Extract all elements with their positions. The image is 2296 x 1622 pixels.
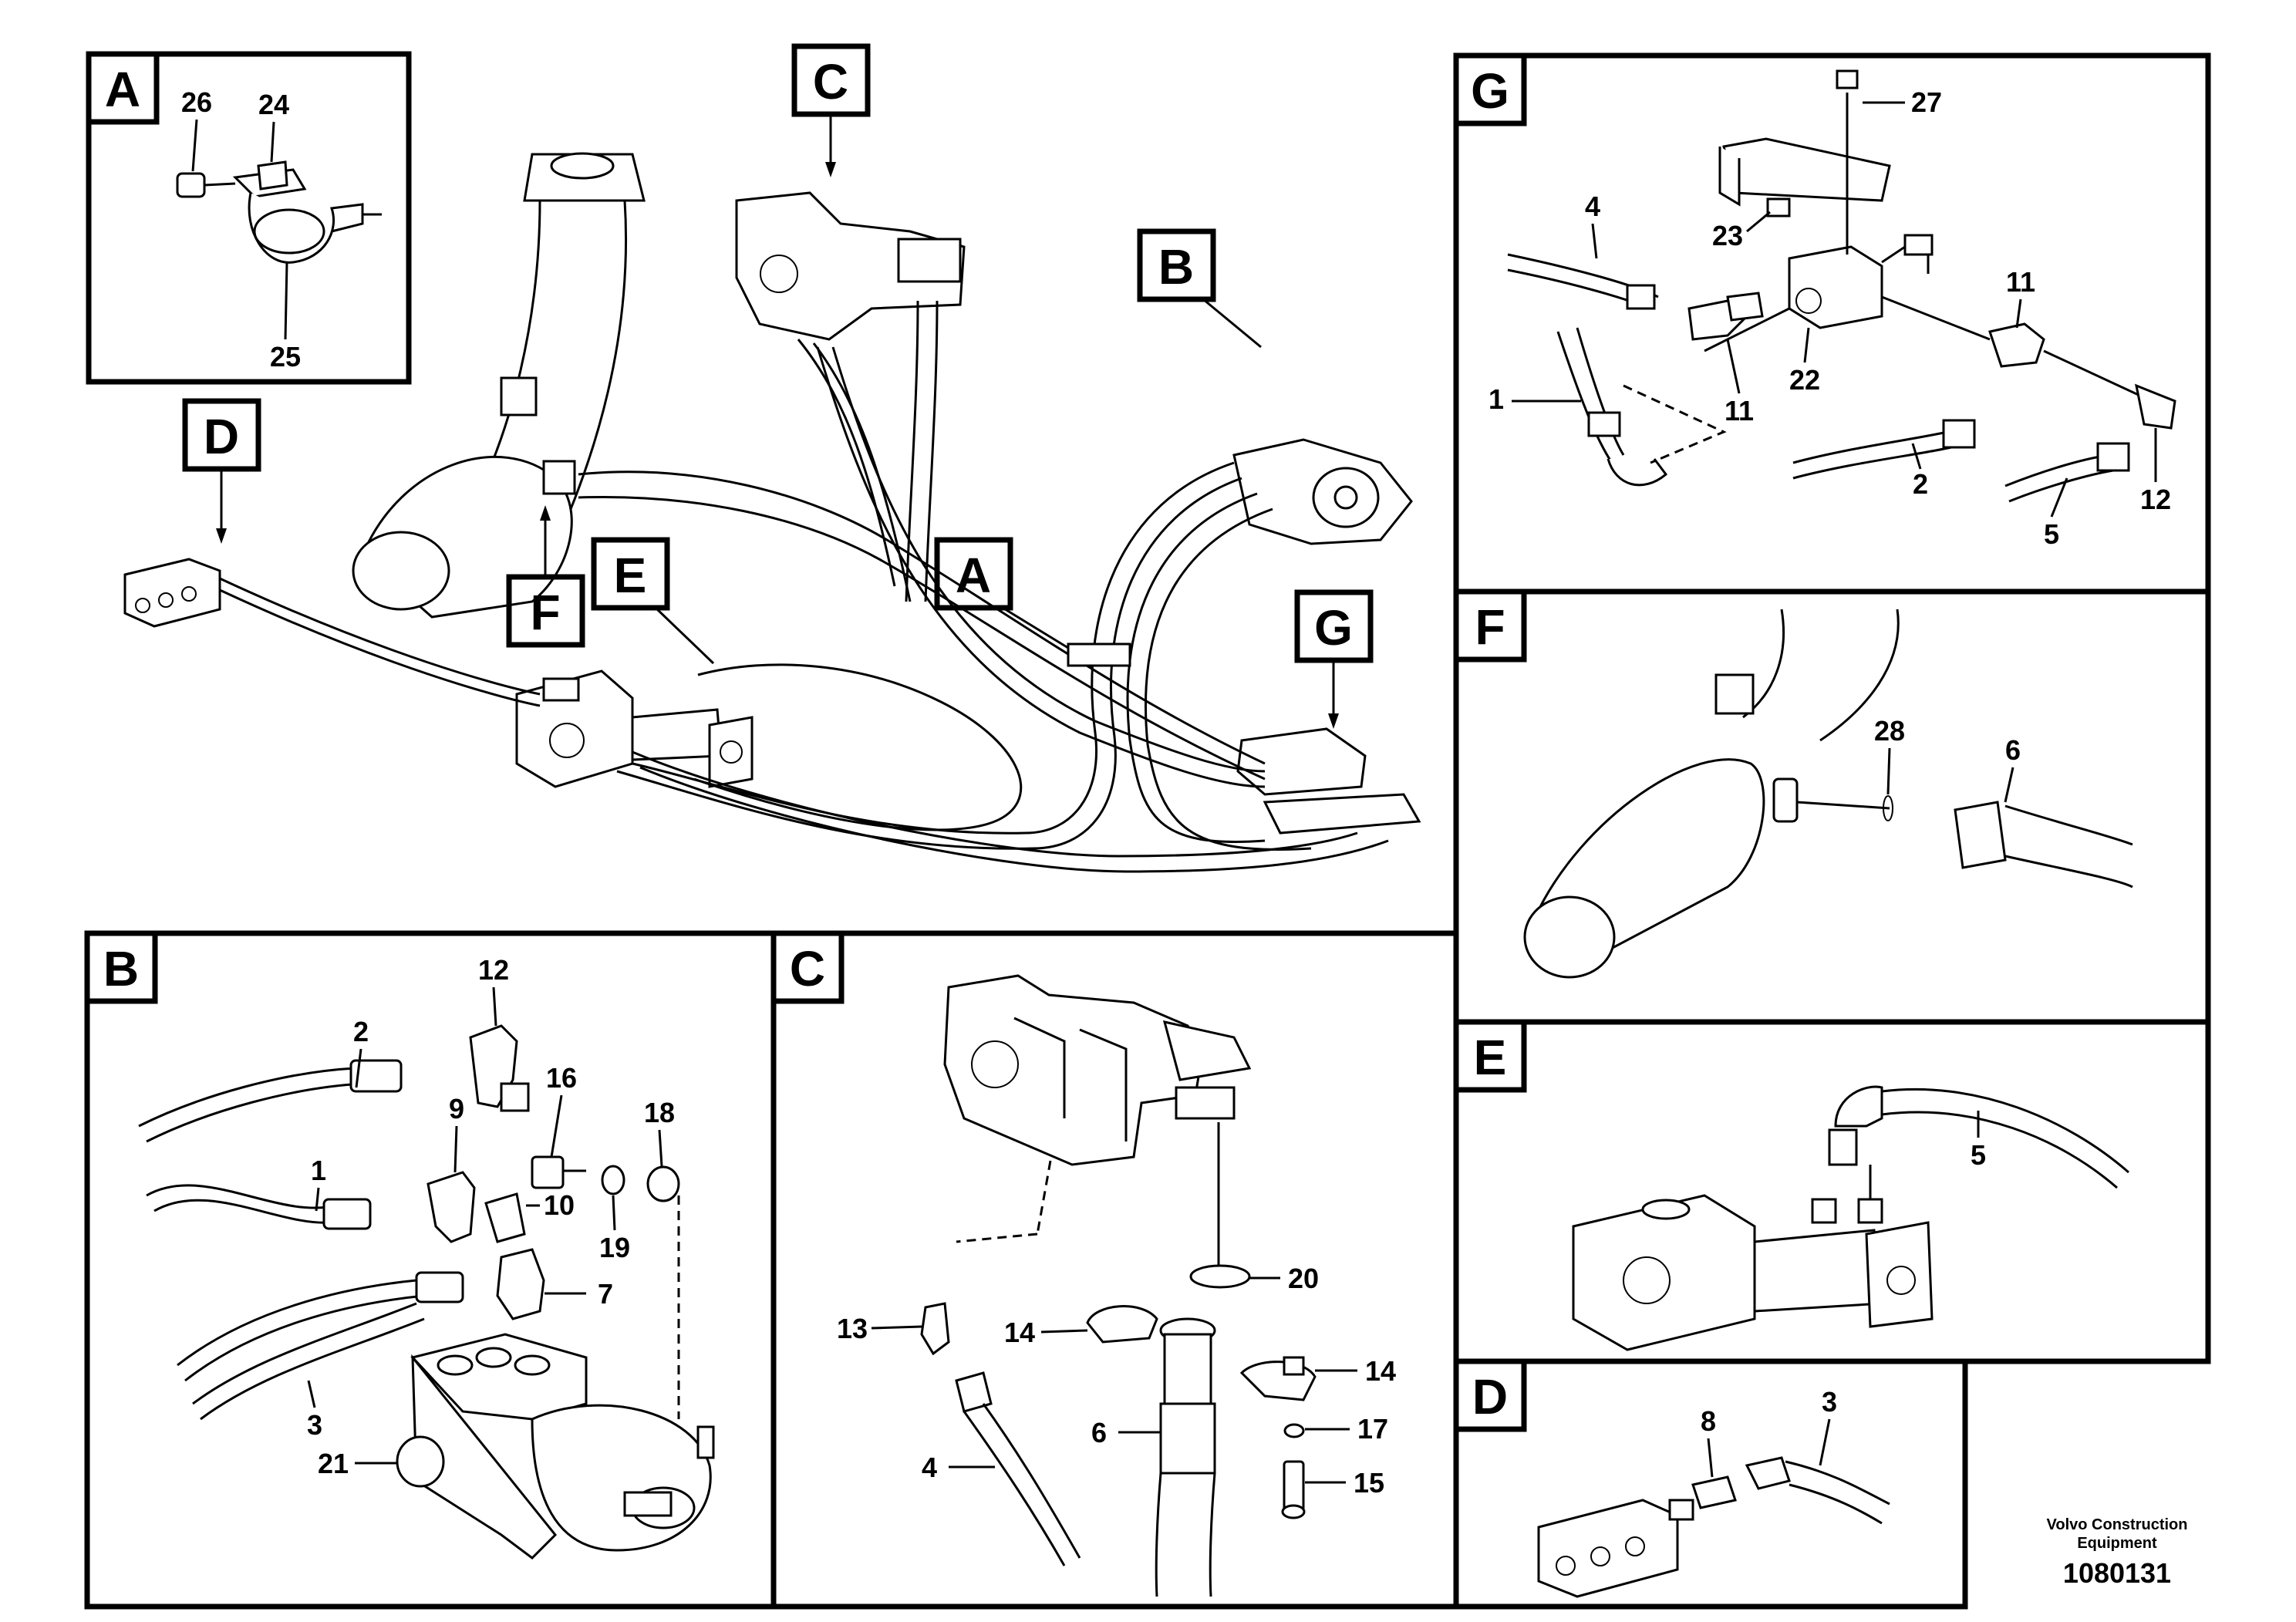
manifold-assembly-g	[1507, 69, 2176, 503]
pump-assembly-b	[138, 1024, 715, 1560]
label-19: 19	[599, 1232, 630, 1263]
cylinder-e	[515, 669, 754, 788]
label-7: 7	[598, 1278, 613, 1310]
inlet-pipe	[352, 152, 646, 619]
manifold-g	[1236, 727, 1421, 835]
label-18: 18	[644, 1097, 675, 1128]
label-14-right: 14	[1365, 1355, 1396, 1387]
callout-letter: B	[1158, 239, 1194, 295]
label-21: 21	[318, 1448, 349, 1479]
label-6: 6	[2005, 734, 2021, 766]
callout-box-e[interactable]: E	[591, 537, 715, 665]
panel-e: E 5	[1453, 1019, 2211, 1364]
label-14-left: 14	[1004, 1317, 1035, 1348]
pump-b	[1232, 438, 1413, 545]
panel-b-title: B	[103, 941, 139, 996]
panel-e-title: E	[1474, 1030, 1507, 1085]
callout-letter: F	[530, 585, 560, 640]
label-5: 5	[1971, 1139, 1986, 1171]
label-1: 1	[1489, 383, 1504, 415]
label-28: 28	[1874, 715, 1905, 747]
main-overview: C B D F	[123, 43, 1421, 873]
main-hoses	[219, 300, 1389, 873]
pipe-assembly-f	[1523, 609, 2133, 979]
label-27: 27	[1911, 86, 1942, 118]
label-23: 23	[1712, 220, 1743, 251]
label-22: 22	[1789, 364, 1820, 396]
label-11-left: 11	[1725, 395, 1754, 427]
callout-letter: C	[813, 54, 848, 110]
callout-box-d[interactable]: D	[182, 398, 261, 544]
callout-letter: G	[1314, 600, 1353, 656]
callout-box-c[interactable]: C	[791, 43, 871, 177]
label-25: 25	[270, 341, 301, 373]
label-17: 17	[1357, 1413, 1388, 1445]
label-4: 4	[922, 1452, 937, 1483]
clamp-a	[1067, 642, 1131, 667]
label-3: 3	[307, 1409, 322, 1441]
brand-line-2: Equipment	[2077, 1535, 2157, 1552]
panel-c: C 20	[770, 930, 1459, 1610]
cylinder-assembly-e	[1572, 1085, 2129, 1351]
panel-d: D 8 3	[1453, 1358, 1968, 1610]
callout-box-f[interactable]: F	[506, 505, 585, 648]
callout-letter: E	[614, 548, 647, 603]
panel-c-title: C	[790, 941, 825, 996]
drawing-number: 1080131	[2063, 1557, 2171, 1589]
valve-block-c	[735, 191, 966, 341]
brand-line-1: Volvo Construction	[2047, 1516, 2188, 1533]
valve-assembly-c[interactable]	[920, 974, 1317, 1597]
label-20: 20	[1288, 1263, 1319, 1294]
label-4: 4	[1585, 191, 1600, 222]
callout-box-g[interactable]: G	[1294, 589, 1374, 729]
label-1: 1	[311, 1155, 326, 1186]
callout-box-a[interactable]: A	[934, 537, 1069, 649]
block-d	[123, 558, 221, 628]
panel-a: A 26 24 25	[86, 51, 412, 385]
label-5: 5	[2044, 518, 2059, 550]
label-12: 12	[2140, 484, 2171, 515]
clamp-assembly-a	[176, 160, 382, 264]
label-15: 15	[1354, 1467, 1384, 1499]
panel-f-title: F	[1475, 599, 1505, 655]
label-13: 13	[837, 1313, 868, 1344]
label-10: 10	[544, 1189, 575, 1221]
main-callouts[interactable]: C B D F	[182, 43, 1374, 729]
callout-letter: A	[956, 548, 991, 603]
panel-a-title: A	[105, 62, 140, 117]
panel-g-title: G	[1471, 63, 1509, 119]
label-24: 24	[258, 89, 289, 120]
label-11-right: 11	[2006, 266, 2035, 298]
label-26: 26	[181, 86, 212, 118]
label-12: 12	[478, 954, 509, 986]
label-6: 6	[1091, 1417, 1107, 1448]
panel-g: G 27	[1453, 52, 2211, 595]
label-2: 2	[353, 1016, 369, 1047]
panel-d-title: D	[1472, 1369, 1508, 1425]
panel-b: B	[84, 930, 777, 1610]
callout-letter: D	[204, 409, 239, 464]
label-16: 16	[546, 1062, 577, 1094]
block-assembly-d	[1537, 1456, 1890, 1598]
panel-f: F 28 6	[1453, 588, 2211, 1025]
label-8: 8	[1701, 1405, 1716, 1437]
footer: Volvo Construction Equipment 1080131	[2047, 1516, 2188, 1589]
label-2: 2	[1913, 468, 1928, 500]
label-3: 3	[1822, 1386, 1837, 1418]
callout-box-b[interactable]: B	[1137, 228, 1265, 351]
label-9: 9	[449, 1093, 464, 1125]
